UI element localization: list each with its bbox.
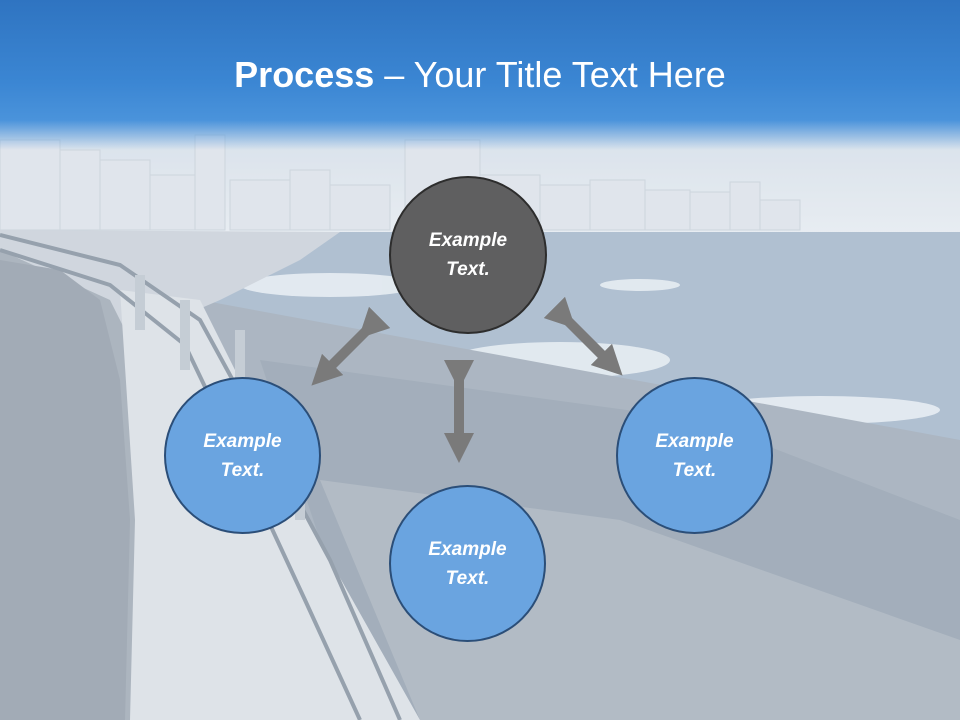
- node-top-label: Example Text.: [428, 230, 508, 280]
- node-bottom: Example Text.: [389, 485, 546, 642]
- node-right-label: Example Text.: [655, 430, 734, 481]
- title-rest: – Your Title Text Here: [374, 54, 726, 95]
- node-top: Example Text.: [389, 176, 547, 334]
- slide-title: Process – Your Title Text Here: [0, 52, 960, 98]
- title-band: [0, 0, 960, 150]
- node-right: Example Text.: [616, 377, 773, 534]
- title-bold: Process: [234, 54, 375, 95]
- node-left: Example Text.: [164, 377, 321, 534]
- node-left-label: Example Text.: [203, 430, 282, 481]
- node-bottom-label: Example Text.: [428, 538, 507, 589]
